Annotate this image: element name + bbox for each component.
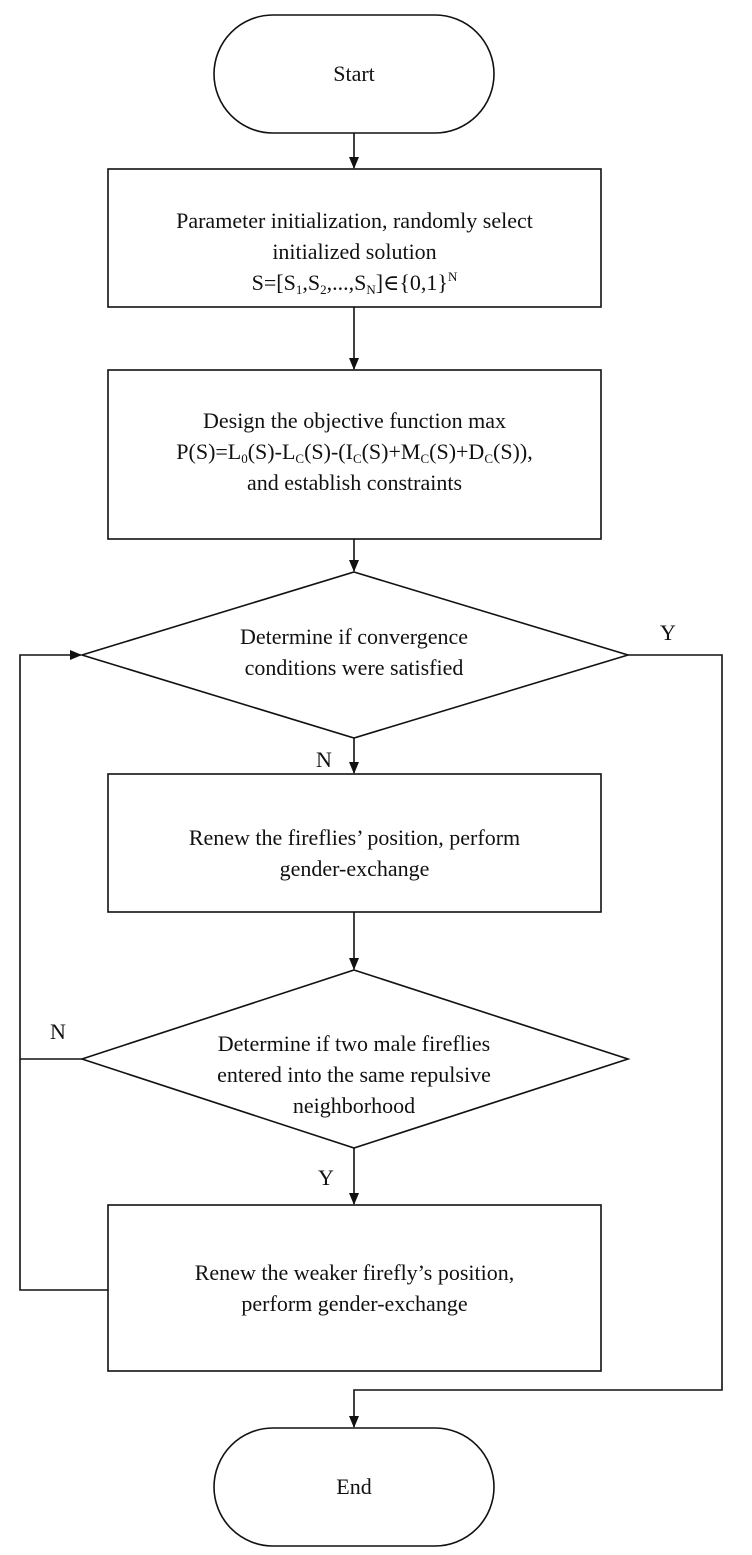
- arrow-decision1-yes-to-end: [349, 654, 723, 1428]
- decision1-line2: conditions were satisfied: [244, 655, 464, 680]
- end-text: End: [336, 1474, 372, 1499]
- renew-positions-label: Renew the fireflies’ position, perform g…: [108, 822, 601, 884]
- start-label: Start: [214, 58, 494, 89]
- init-line2: initialized solution: [272, 239, 437, 264]
- objective-line3: and establish constraints: [246, 470, 463, 495]
- decision1-label: Determine if convergence conditions were…: [150, 621, 558, 683]
- decision2-line2: entered into the same repulsive: [217, 1062, 491, 1087]
- objective-line1: Design the objective function max: [202, 408, 507, 433]
- init-line1: Parameter initialization, randomly selec…: [176, 208, 533, 233]
- renew-weaker-label: Renew the weaker firefly’s position, per…: [108, 1257, 601, 1319]
- decision2-no-tag: N: [50, 1019, 66, 1044]
- renew-weaker-line2: perform gender-exchange: [241, 1291, 468, 1316]
- objective-label: Design the objective function max P(S)=L…: [108, 405, 601, 498]
- end-label: End: [214, 1471, 494, 1502]
- loop-renew-weaker-back: [19, 650, 108, 1291]
- decision1-no-tag: N: [316, 747, 332, 772]
- decision2-label: Determine if two male fireflies entered …: [150, 1028, 558, 1121]
- renew-weaker-line1: Renew the weaker firefly’s position,: [194, 1260, 515, 1285]
- start-text: Start: [333, 61, 375, 86]
- end-terminal: [213, 1427, 495, 1547]
- renew-weaker-box: [107, 1204, 602, 1372]
- init-formula: S=[S1,S2,...,SN]∈{0,1}N: [251, 269, 458, 297]
- init-label: Parameter initialization, randomly selec…: [108, 205, 601, 298]
- decision2-line1: Determine if two male fireflies: [217, 1031, 491, 1056]
- decision1-yes-tag: Y: [660, 620, 676, 645]
- decision1-line1: Determine if convergence: [239, 624, 469, 649]
- objective-formula: P(S)=L0(S)-LC(S)-(IC(S)+MC(S)+DC(S)),: [176, 439, 533, 466]
- renew-positions-line2: gender-exchange: [279, 856, 430, 881]
- decision2-yes-tag: Y: [318, 1165, 334, 1190]
- decision2-line3: neighborhood: [292, 1093, 416, 1118]
- renew-positions-line1: Renew the fireflies’ position, perform: [188, 825, 521, 850]
